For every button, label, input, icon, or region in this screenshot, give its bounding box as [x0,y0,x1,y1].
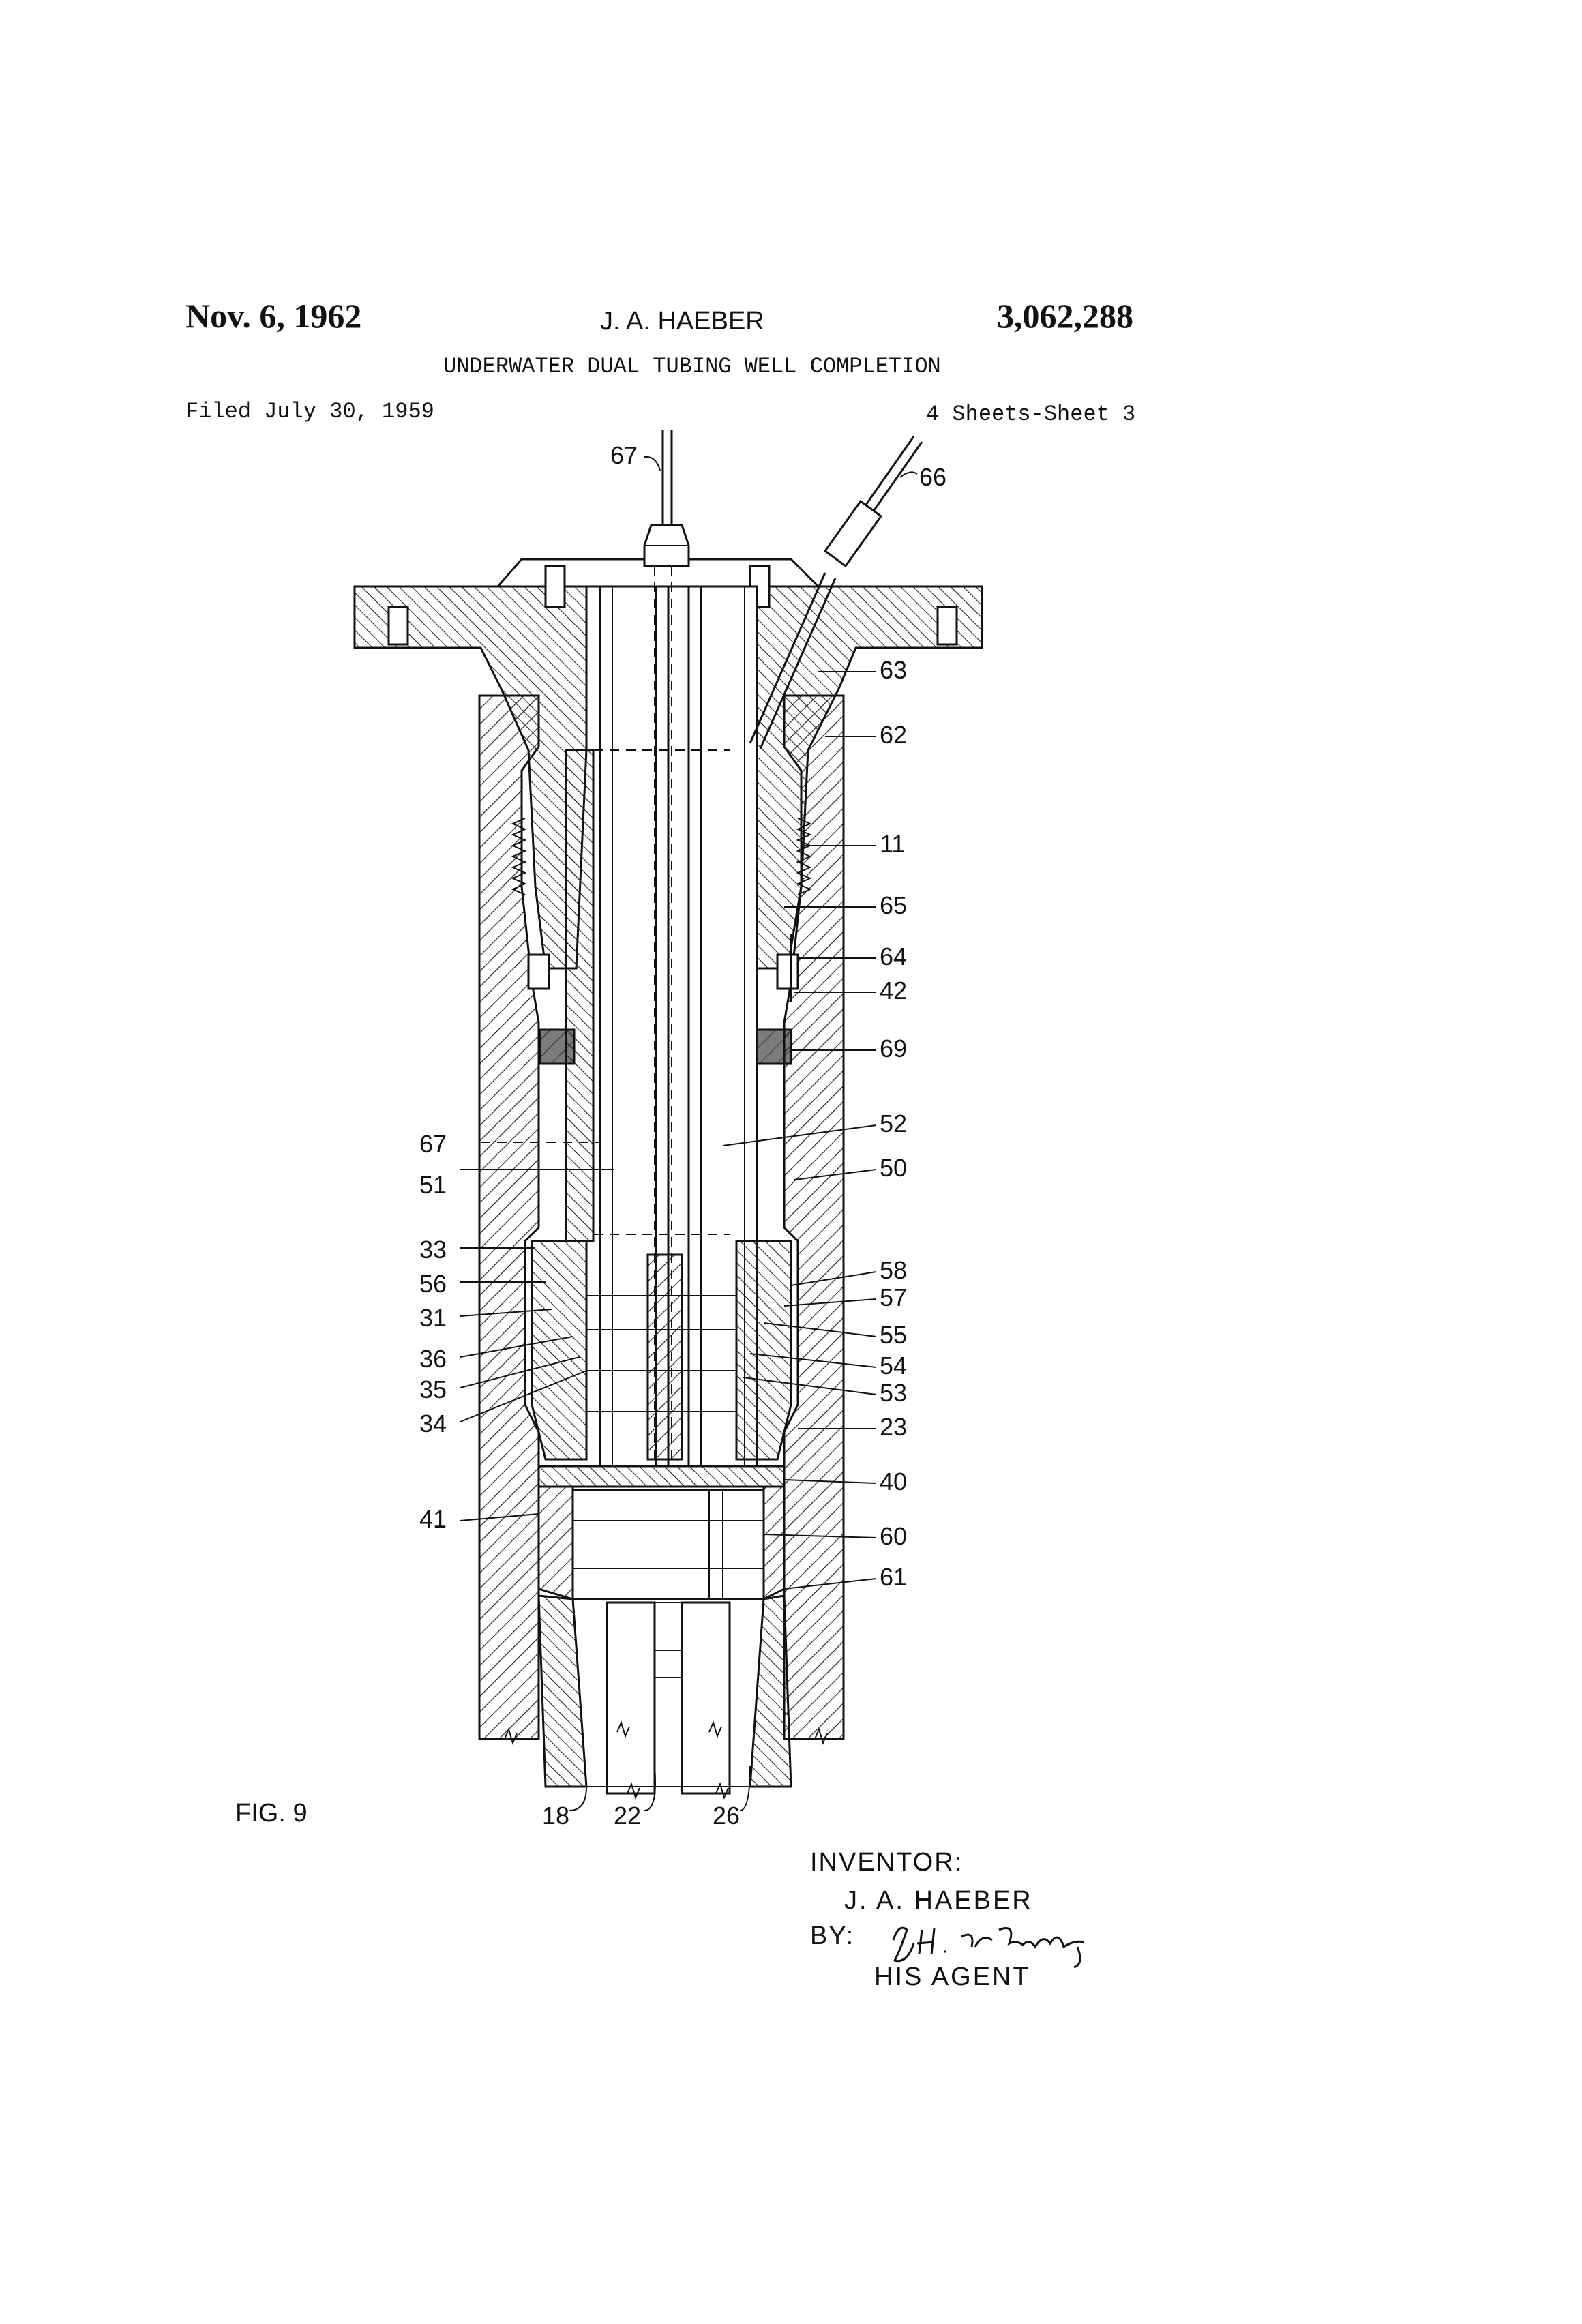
agent-label: HIS AGENT [874,1964,1031,1990]
flange-bolt-left-outer [389,607,408,644]
callout-23: 23 [880,1413,907,1441]
callout-67-left: 67 [419,1130,447,1158]
control-line-66 [866,436,914,505]
callout-60: 60 [880,1522,907,1550]
callout-63: 63 [880,656,907,684]
tubing-26 [682,1603,730,1793]
callout-57: 57 [880,1283,907,1311]
callout-31: 31 [419,1304,447,1332]
callout-42: 42 [880,977,907,1004]
callout-41: 41 [419,1505,447,1533]
casing-18-left [539,1596,586,1787]
callout-67-top: 67 [610,441,638,469]
lower-hanger-left [532,1241,586,1459]
lock-screw-left [528,955,549,989]
hanger-left-sleeve [566,750,593,1241]
callout-11: 11 [880,830,905,858]
flange-bolt-right-outer [938,607,957,644]
collar-40 [539,1466,784,1487]
lock-screw-right [777,955,798,989]
callout-69: 69 [880,1034,907,1062]
callout-62: 62 [880,721,907,749]
callout-26: 26 [713,1802,740,1830]
callout-52: 52 [880,1109,907,1137]
callout-51: 51 [419,1171,447,1199]
callout-50: 50 [880,1154,907,1182]
callout-36: 36 [419,1345,447,1373]
tubing-22 [607,1603,655,1793]
callout-54: 54 [880,1352,907,1380]
callout-66: 66 [919,463,946,491]
fitting-66 [825,501,881,566]
by-label: BY: [810,1923,854,1949]
figure-label: FIG. 9 [235,1800,308,1826]
casing-18-right [750,1596,791,1787]
callout-18: 18 [542,1802,569,1830]
callout-35: 35 [419,1375,447,1403]
callout-33: 33 [419,1236,447,1264]
inventor-heading: INVENTOR: [810,1849,963,1875]
callout-61: 61 [880,1563,907,1591]
callout-53: 53 [880,1379,907,1407]
callout-64: 64 [880,942,907,970]
callout-56: 56 [419,1270,447,1298]
flange-bolt-left-inner [546,566,565,607]
lower-hanger-right [736,1241,791,1459]
collar-61 [539,1487,573,1599]
callout-22: 22 [614,1802,641,1830]
callout-40: 40 [880,1468,907,1495]
agent-signature [880,1909,1111,1971]
housing-left-wall [479,696,539,1739]
callout-65: 65 [880,891,907,919]
callout-55: 55 [880,1321,907,1349]
inner-block-center [648,1255,682,1459]
union-nut-60 [573,1490,764,1599]
callout-34: 34 [419,1410,447,1437]
callout-58: 58 [880,1256,907,1284]
